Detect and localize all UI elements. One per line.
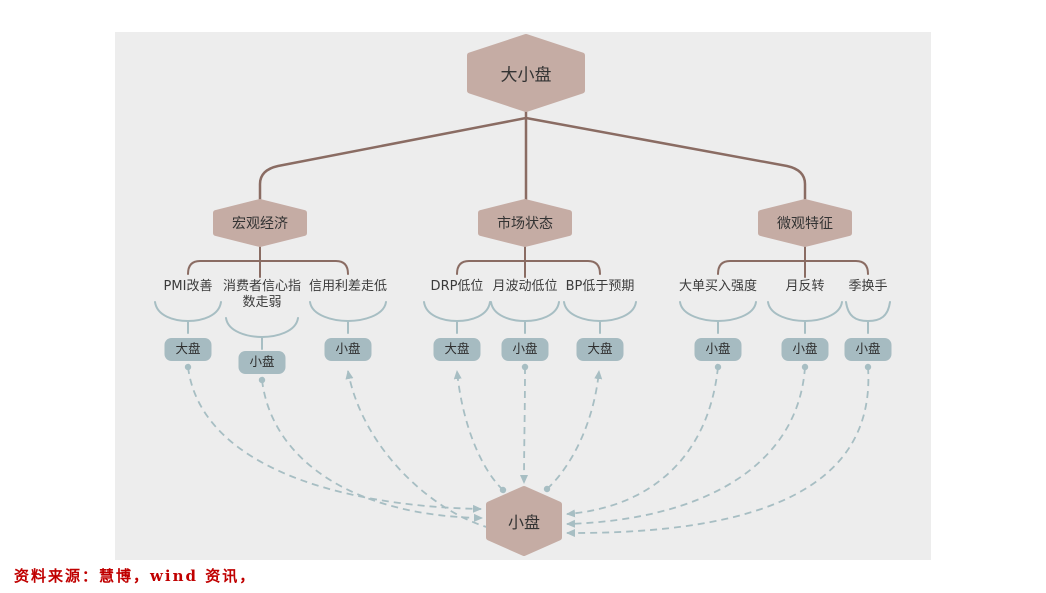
factor-label-bp: BP低于预期 [565,279,635,294]
factor-label-quarterly-turnover: 季换手 [848,279,888,294]
factor-label-pmi: PMI改善 [163,279,213,294]
leaf-pill: 大盘 [433,338,481,361]
leaf-pill: 小盘 [781,338,829,361]
leaf-pill: 小盘 [324,338,372,361]
leaf-pill: 大盘 [576,338,624,361]
factor-label-monthly-reversal: 月反转 [785,279,825,294]
branch-label-market: 市场状态 [497,216,553,232]
leaf-pill: 小盘 [501,338,549,361]
factor-label-large-order: 大单买入强度 [678,279,758,294]
factor-label-credit-spread: 信用利差走低 [308,279,388,294]
leaf-pill: 大盘 [164,338,212,361]
root-node-label: 大小盘 [500,65,552,86]
leaf-pill: 小盘 [844,338,892,361]
hub-node-label: 小盘 [507,513,541,532]
leaf-pill: 小盘 [238,351,286,374]
branch-label-macro: 宏观经济 [232,216,288,232]
leaf-pill: 小盘 [694,338,742,361]
branch-label-micro: 微观特征 [777,216,833,232]
source-note: 资料来源：慧博，wind 资讯， [14,567,257,585]
factor-label-monthly-volatility: 月波动低位 [492,279,558,294]
factor-label-consumer-confidence: 消费者信心指 数走弱 [222,279,302,310]
factor-label-drp: DRP低位 [430,279,484,294]
